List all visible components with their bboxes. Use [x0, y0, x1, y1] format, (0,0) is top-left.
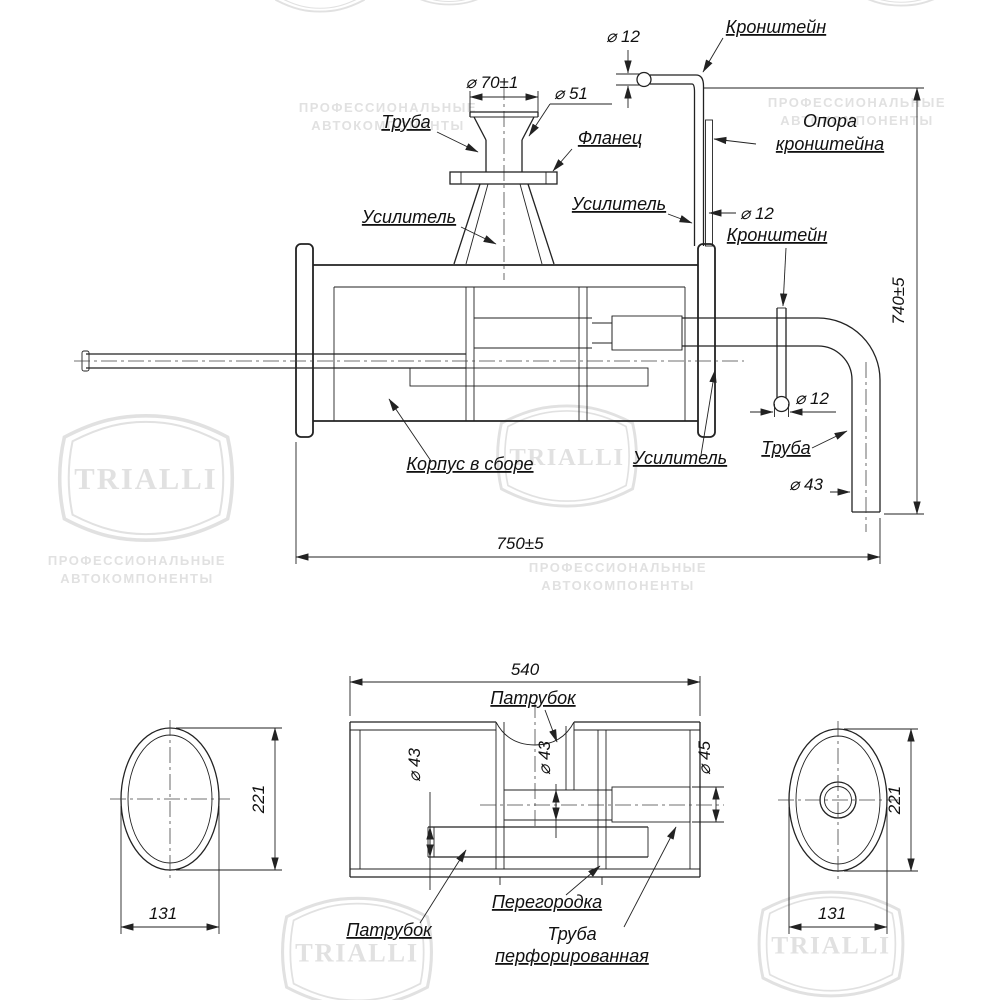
dim-dia45: ⌀ 45 [692, 741, 724, 823]
dim-dia45-text: ⌀ 45 [695, 741, 714, 775]
dim-dia43-outlet-text: ⌀ 43 [535, 741, 554, 775]
watermark-tagline: АВТОКОМПОНЕНТЫ [60, 571, 213, 586]
section-body [349, 721, 701, 878]
inlet-pipe [74, 350, 744, 372]
bracket-ball-end [773, 395, 790, 413]
muffler-body [295, 243, 716, 438]
label-bracket-top: Кронштейн [726, 17, 826, 37]
label-reinforcement-left: Усилитель [361, 207, 456, 227]
dim-dia51-text: ⌀ 51 [554, 84, 588, 103]
dim-right-131: 131 [788, 807, 888, 934]
perforated-pipe-section [611, 315, 683, 351]
watermark-tagline: ПРОФЕССИОНАЛЬНЫЕ [299, 100, 477, 115]
main-view: ⌀ 70±1 ⌀ 51 ⌀ 12 ⌀ 12 ⌀ 12 [74, 17, 924, 564]
dim-length-text: 750±5 [496, 534, 544, 553]
trialli-watermark [405, 0, 493, 6]
section-view-labels: Патрубок Перегородка Патрубок Труба перф… [346, 688, 677, 966]
label-pipe-outlet: Труба [761, 438, 810, 458]
dim-dia12-bottom-text: ⌀ 12 [795, 389, 829, 408]
label-pipe-top: Труба [381, 112, 430, 132]
dim-dia12-bottom: ⌀ 12 [750, 389, 836, 417]
dim-left-131: 131 [120, 806, 220, 934]
trialli-watermark [272, 0, 368, 13]
bracket-support-strip [705, 119, 713, 247]
label-partition: Перегородка [492, 892, 602, 912]
label-bracket-support-line2: кронштейна [776, 134, 884, 154]
watermarks: ПРОФЕССИОНАЛЬНЫЕ АВТОКОМПОНЕНТЫ ПРОФЕССИ… [48, 0, 949, 1000]
watermark-tagline: ПРОФЕССИОНАЛЬНЫЕ [48, 553, 226, 568]
lower-bracket [773, 307, 790, 413]
dim-dia43-outlet: ⌀ 43 [535, 741, 560, 838]
label-reinforcement-right: Усилитель [632, 448, 727, 468]
label-flange: Фланец [578, 128, 642, 148]
label-inlet-stub: Патрубок [346, 920, 433, 940]
dim-dia70-text: ⌀ 70±1 [466, 73, 519, 92]
trialli-watermark [281, 896, 433, 1000]
flange-plate [449, 171, 558, 185]
outlet-pipe [682, 317, 881, 532]
dim-dia12-top: ⌀ 12 [606, 27, 640, 108]
dim-dia12-mid: ⌀ 12 [708, 204, 774, 223]
watermark-tagline: ПРОФЕССИОНАЛЬНЫЕ [529, 560, 707, 575]
dim-dia70: ⌀ 70±1 [466, 73, 539, 114]
label-perforated-line2: перфорированная [495, 946, 649, 966]
dim-dia43-inlet: ⌀ 43 [405, 748, 434, 890]
dim-right-height-text: 221 [885, 786, 904, 815]
label-bracket-right: Кронштейн [727, 225, 827, 245]
dim-length-750: 750±5 [295, 442, 881, 564]
dim-right-221: 221 [844, 728, 918, 872]
bracket-ball-end [636, 71, 652, 88]
top-bracket [636, 71, 713, 247]
watermark-tagline: ПРОФЕССИОНАЛЬНЫЕ [768, 95, 946, 110]
perforated-pipe-section [611, 786, 691, 823]
dim-width-text: 540 [511, 660, 540, 679]
watermark-tagline: АВТОКОМПОНЕНТЫ [311, 118, 464, 133]
dim-width-540: 540 [349, 660, 701, 716]
left-end-view: 221 131 [110, 720, 282, 934]
top-flange-assembly [449, 84, 558, 280]
trialli-watermark [58, 413, 234, 543]
dim-dia43-text: ⌀ 43 [789, 475, 823, 494]
dim-dia51: ⌀ 51 [528, 84, 612, 137]
dim-left-height-text: 221 [249, 785, 268, 814]
dim-dia43: ⌀ 43 [789, 475, 851, 496]
label-bracket-support-line1: Опора [803, 111, 857, 131]
dim-right-width-text: 131 [818, 904, 846, 923]
trialli-watermark [853, 0, 949, 7]
label-body-assembly: Корпус в сборе [406, 454, 533, 474]
dim-height-text: 740±5 [889, 277, 908, 325]
label-outlet-stub: Патрубок [490, 688, 577, 708]
watermark-tagline: АВТОКОМПОНЕНТЫ [780, 113, 933, 128]
dim-left-221: 221 [176, 727, 282, 871]
right-end-view: 221 131 [778, 721, 918, 934]
label-perforated-line1: Труба [547, 924, 596, 944]
main-view-labels: Кронштейн Труба Фланец Опора кронштейна … [361, 17, 884, 474]
watermark-tagline: АВТОКОМПОНЕНТЫ [541, 578, 694, 593]
label-reinforcement-mid: Усилитель [571, 194, 666, 214]
dim-left-width-text: 131 [149, 904, 177, 923]
dim-dia12-mid-text: ⌀ 12 [740, 204, 774, 223]
dim-dia43-inlet-text: ⌀ 43 [405, 748, 424, 782]
dim-height-740: 740±5 [704, 87, 924, 515]
dim-dia12-top-text: ⌀ 12 [606, 27, 640, 46]
section-view: 540 ⌀ 43 ⌀ 43 ⌀ 45 Патрубок Перегородка [346, 660, 724, 966]
section-internals [427, 702, 724, 885]
